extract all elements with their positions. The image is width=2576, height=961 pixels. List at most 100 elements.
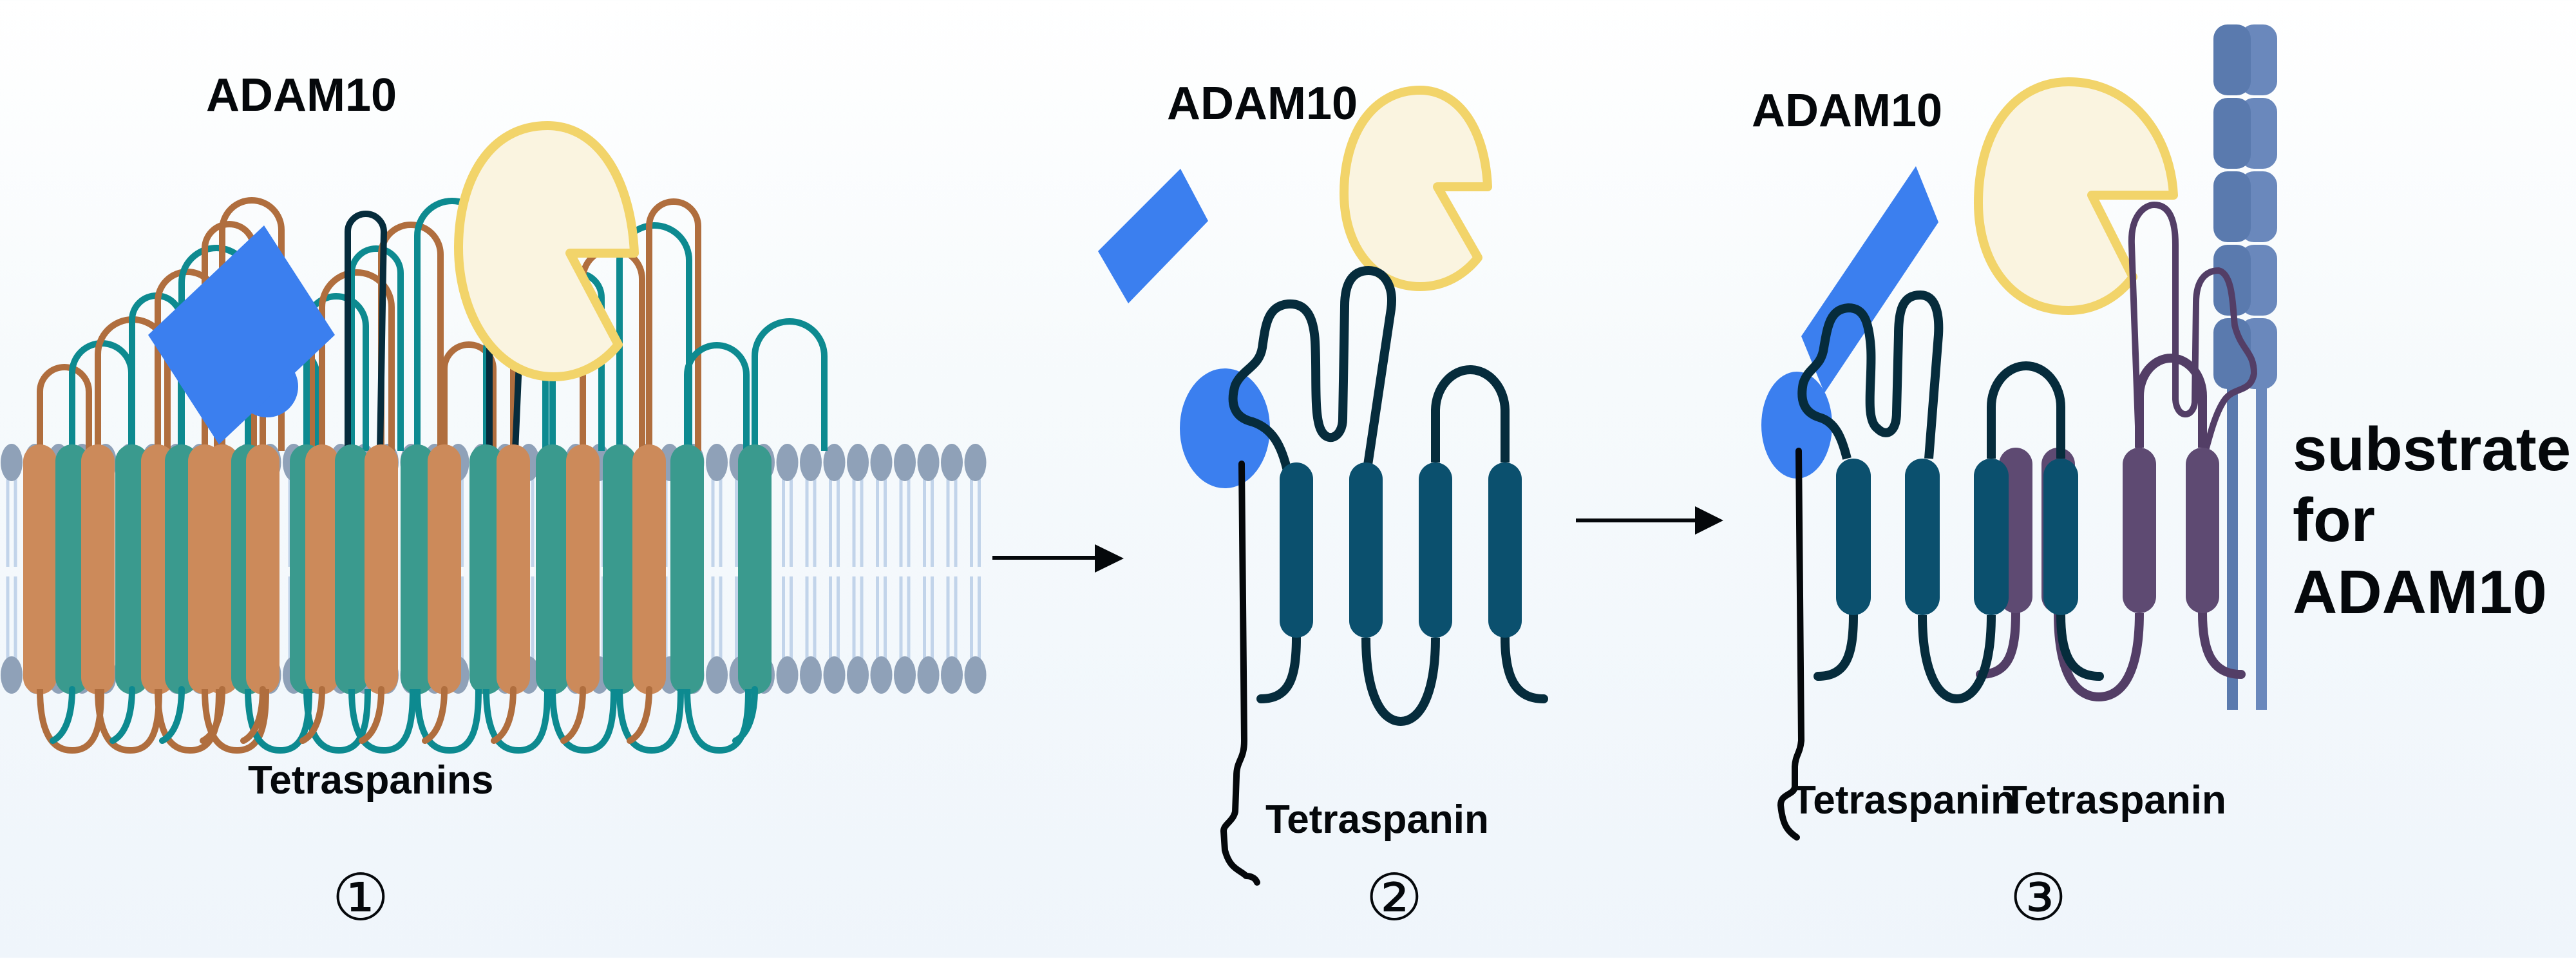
tetraspanin-loop [319, 269, 395, 451]
tetraspanin-helix [246, 444, 279, 694]
tetraspanin-loop [616, 689, 684, 754]
lipid-head [776, 656, 799, 694]
n-terminal-tail [1976, 609, 2020, 679]
arrow-step-1-to-2 [992, 544, 1124, 573]
tetraspanin-helix [497, 444, 530, 694]
substrate-transmembrane-strand [2256, 380, 2267, 710]
substrate-ectodomain-segment [2213, 171, 2251, 242]
lipid-head [964, 444, 987, 481]
tetraspanins-label: Tetraspanins [248, 758, 493, 803]
adam10-transmembrane-knob [1180, 368, 1270, 488]
lipid-head [964, 656, 987, 694]
tetraspanin-helix [469, 444, 503, 694]
tetraspanin-helix [55, 444, 89, 694]
adam10-cytoplasmic-tail [1220, 461, 1260, 886]
extracellular-loop-2 [1797, 290, 1944, 460]
lipid [1, 444, 23, 694]
tetraspanin-loop [69, 340, 135, 451]
tetraspanin-helix [428, 444, 461, 694]
tetraspanin-tail [109, 686, 135, 744]
tetraspanin-extracellular-loops [37, 197, 828, 452]
tetraspanin-tail [299, 686, 325, 744]
step-marker-2: ② [1365, 860, 1423, 935]
tetraspanin-tail [491, 686, 516, 744]
tetraspanin-tail [359, 686, 384, 744]
tetraspanin-helix [305, 444, 339, 694]
tetraspanin-tail [422, 686, 448, 744]
adam10-stalk-domain [1801, 166, 1938, 393]
substrate-ectodomain-segment [2213, 24, 2251, 95]
lipid-head [800, 444, 822, 481]
lipid-head [823, 656, 846, 694]
arrow-step-2-to-3 [1576, 506, 1723, 535]
tetraspanin-tail [159, 686, 185, 744]
substrate-label-line-1: substrate [2293, 415, 2571, 484]
tetraspanin-helix [1488, 462, 1522, 638]
tetraspanin-helix [1974, 459, 2009, 615]
tetraspanin-helix [2123, 448, 2156, 613]
tetraspanin-loop [348, 245, 404, 451]
lipid-head [1, 444, 23, 481]
intracellular-loop [2054, 613, 2144, 702]
step-marker-3: ③ [2009, 860, 2067, 935]
lipid [776, 444, 799, 694]
tetraspanin-helix [2186, 448, 2219, 613]
tetraspanin-helix [603, 444, 636, 694]
panel-1: ADAM10 Tetraspanins ① [1, 70, 987, 935]
tetraspanin-tail [200, 686, 225, 744]
tetraspanin-single [1220, 266, 1548, 886]
tetraspanin-helix [670, 444, 704, 694]
intracellular-loop [1361, 637, 1440, 727]
substrate-transmembrane-strand [2227, 380, 2238, 710]
tetraspanin-helix [632, 444, 666, 694]
adam10-protein: ADAM10 [1098, 78, 1492, 488]
tetraspanin-intracellular-loops [37, 686, 758, 754]
extracellular-loop-1 [1431, 365, 1510, 462]
tetraspanin-helix [536, 444, 569, 694]
tetraspanin-loop [646, 198, 701, 451]
tetraspanin-helix [2043, 459, 2078, 615]
lipid [706, 444, 728, 694]
tetraspanin-helix [1905, 459, 1940, 615]
lipid-head [917, 444, 940, 481]
tetraspanin-helix [365, 444, 398, 694]
lipid-head [1, 656, 23, 694]
tetraspanin-loop [414, 689, 482, 754]
adam10-stalk-domain [1098, 169, 1208, 303]
c-terminal-tail [2198, 609, 2246, 679]
tetraspanin-helix [1836, 459, 1871, 615]
tetraspanin-tail [560, 686, 586, 744]
lipid-head [870, 656, 893, 694]
lipid-head [847, 444, 869, 481]
tetraspanin-adam10-bound [1777, 290, 2104, 841]
tetraspanin-tail [627, 686, 652, 744]
tetraspanin-loop [684, 342, 750, 451]
extracellular-loop-1 [1987, 361, 2065, 459]
lipid-head [941, 444, 963, 481]
n-terminal-tail [1256, 633, 1301, 703]
adam10-stalk-domain [148, 225, 335, 444]
tetraspanin-tail [732, 686, 758, 744]
adam10-transmembrane-knob [1761, 372, 1832, 479]
adam10-label: ADAM10 [1752, 85, 1942, 137]
extracellular-loop-1 [2135, 354, 2207, 448]
substrate-label-line-2: for [2293, 486, 2375, 555]
lipid [823, 444, 846, 694]
substrate-label-line-3: ADAM10 [2293, 558, 2547, 627]
lipid [800, 444, 822, 694]
lipid [941, 444, 963, 694]
lipid-head [941, 656, 963, 694]
lipid [917, 444, 940, 694]
lipid-head [776, 444, 799, 481]
tetraspanin-loop [202, 689, 269, 754]
lipid-head [706, 444, 728, 481]
lipid [894, 444, 916, 694]
tetraspanin-loop [348, 689, 416, 754]
lipid-head [870, 444, 893, 481]
tetraspanin-label-2: Tetraspanin [2003, 778, 2226, 823]
adam10-protein: ADAM10 [148, 70, 639, 444]
adam10-protein: ADAM10 [1752, 77, 2178, 479]
tetraspanin-loop [37, 364, 92, 451]
